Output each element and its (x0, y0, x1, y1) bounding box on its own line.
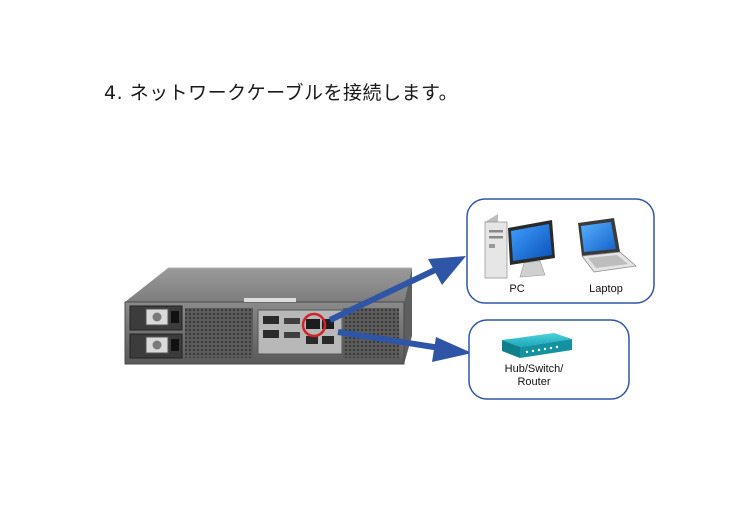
laptop-icon (578, 218, 637, 273)
hub-label-line2: Router (517, 376, 550, 388)
pc-label: PC (509, 283, 524, 295)
server-chassis-icon (124, 267, 412, 365)
power-supply-icon (129, 305, 183, 331)
lan-port-icon (306, 319, 320, 329)
arrow-to-hub (337, 329, 472, 362)
hub-label-line1: Hub/Switch/ (505, 363, 565, 375)
monitor-icon (508, 220, 555, 278)
lan-port-highlight (301, 312, 327, 338)
laptop-label: Laptop (589, 283, 623, 295)
network-hub-icon (502, 333, 572, 358)
desktop-pc-icon (484, 214, 508, 279)
power-supply-icon (129, 333, 183, 359)
step-title: 4. ネットワークケーブルを接続します。 (104, 82, 459, 104)
chassis-top (125, 268, 412, 302)
arrow-to-computers (328, 256, 466, 323)
vent-left (185, 308, 253, 358)
